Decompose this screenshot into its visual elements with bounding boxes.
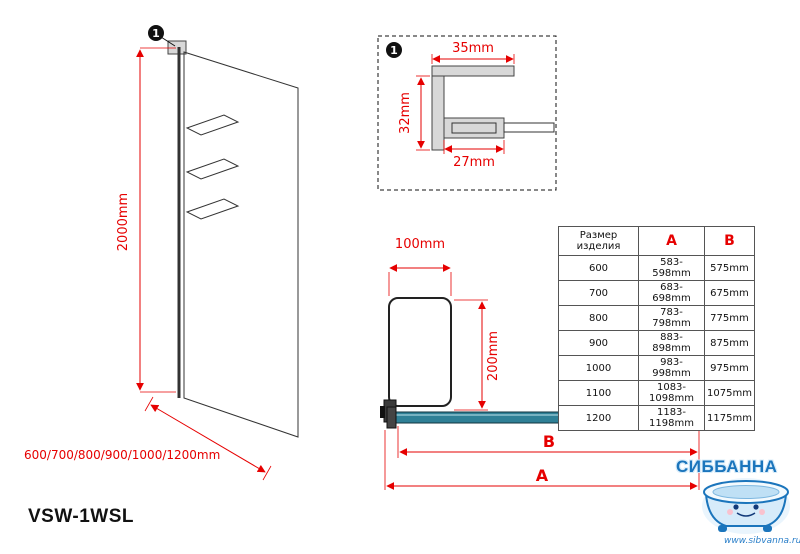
d27-label: 27mm — [453, 155, 495, 170]
glass-clamp-section — [443, 117, 505, 139]
tub-smile — [736, 512, 756, 517]
table-row: 1100 1083-1098mm 1075mm — [558, 380, 755, 406]
table-header-row: Размер изделия A B — [558, 226, 755, 256]
glass-panel — [183, 51, 299, 438]
tub-water — [712, 485, 780, 499]
tub-eye-right — [753, 504, 759, 510]
detail-1-badge — [386, 42, 402, 58]
cell-a: 683-698mm — [638, 280, 705, 306]
model-label: VSW-1WSL — [28, 506, 135, 527]
support-bar-view: 100mm 200mm B A — [380, 237, 701, 490]
header-b: B — [704, 226, 755, 256]
cell-a: 583-598mm — [638, 255, 705, 281]
cell-a: 1083-1098mm — [638, 380, 705, 406]
dimB-label: B — [543, 432, 555, 451]
tub-foot-right — [763, 525, 772, 532]
d200-label: 200mm — [486, 331, 501, 381]
table-row: 1000 983-998mm 975mm — [558, 355, 755, 381]
watermark-bathtub-icon — [702, 478, 790, 534]
wall-post-section — [431, 75, 445, 151]
shelf-3 — [185, 198, 240, 220]
header-size-line2: изделия — [576, 241, 621, 252]
cell-size: 700 — [558, 280, 639, 306]
width-ext-left — [144, 396, 154, 412]
wall-bracket — [388, 297, 452, 407]
bracket-pin — [380, 406, 385, 418]
profile-detail-view: 1 35mm 32mm 27mm — [377, 35, 557, 191]
height-dimension-label: 2000mm — [116, 193, 131, 251]
width-ext-right — [262, 465, 272, 481]
table-row: 700 683-698mm 675mm — [558, 280, 755, 306]
top-rail-section — [431, 65, 515, 77]
bar-end-hinge — [386, 406, 397, 429]
cell-size: 800 — [558, 305, 639, 331]
cell-size: 1000 — [558, 355, 639, 381]
cell-a: 983-998mm — [638, 355, 705, 381]
shelf-2 — [185, 158, 240, 180]
tub-cheek-right — [759, 509, 765, 515]
cell-b: 675mm — [704, 280, 755, 306]
table-row: 800 783-798mm 775mm — [558, 305, 755, 331]
panel-side-view: 1 2000mm 600/700/800/900/1000/1200mm — [24, 25, 299, 481]
cell-size: 1200 — [558, 405, 639, 431]
shelf-1 — [185, 114, 240, 136]
cell-b: 875mm — [704, 330, 755, 356]
watermark-url: www.sibvanna.ru — [724, 536, 800, 546]
cell-b: 975mm — [704, 355, 755, 381]
cell-size: 900 — [558, 330, 639, 356]
detail-1-number: 1 — [390, 44, 398, 57]
d32-label: 32mm — [398, 92, 413, 134]
header-size: Размер изделия — [558, 226, 639, 256]
size-table: Размер изделия A B 600 583-598mm 575mm 7… — [558, 226, 755, 431]
d100-label: 100mm — [395, 237, 445, 252]
clamp-slot — [451, 122, 497, 134]
glass-edge-section — [503, 122, 555, 133]
callout-leader — [160, 36, 176, 47]
cell-a: 883-898mm — [638, 330, 705, 356]
width-dim-line — [150, 404, 266, 473]
callout-1-number: 1 — [152, 27, 160, 40]
cell-b: 575mm — [704, 255, 755, 281]
header-a: A — [638, 226, 705, 256]
table-row: 600 583-598mm 575mm — [558, 255, 755, 281]
tub-foot-left — [718, 525, 727, 532]
cell-size: 1100 — [558, 380, 639, 406]
callout-1-badge — [148, 25, 164, 41]
header-size-line1: Размер — [579, 230, 618, 241]
cell-b: 775mm — [704, 305, 755, 331]
cell-b: 1175mm — [704, 405, 755, 431]
cell-b: 1075mm — [704, 380, 755, 406]
tub-eye-left — [733, 504, 739, 510]
table-row: 1200 1183-1198mm 1175mm — [558, 405, 755, 431]
detail-dashed-box — [377, 35, 557, 191]
cell-a: 1183-1198mm — [638, 405, 705, 431]
cell-a: 783-798mm — [638, 305, 705, 331]
tub-cheek-left — [727, 509, 733, 515]
d35-label: 35mm — [452, 41, 494, 56]
table-row: 900 883-898mm 875mm — [558, 330, 755, 356]
dimA-label: A — [536, 466, 549, 485]
watermark-brand: СИББАННА — [676, 457, 778, 476]
width-options-label: 600/700/800/900/1000/1200mm — [24, 448, 220, 462]
cell-size: 600 — [558, 255, 639, 281]
